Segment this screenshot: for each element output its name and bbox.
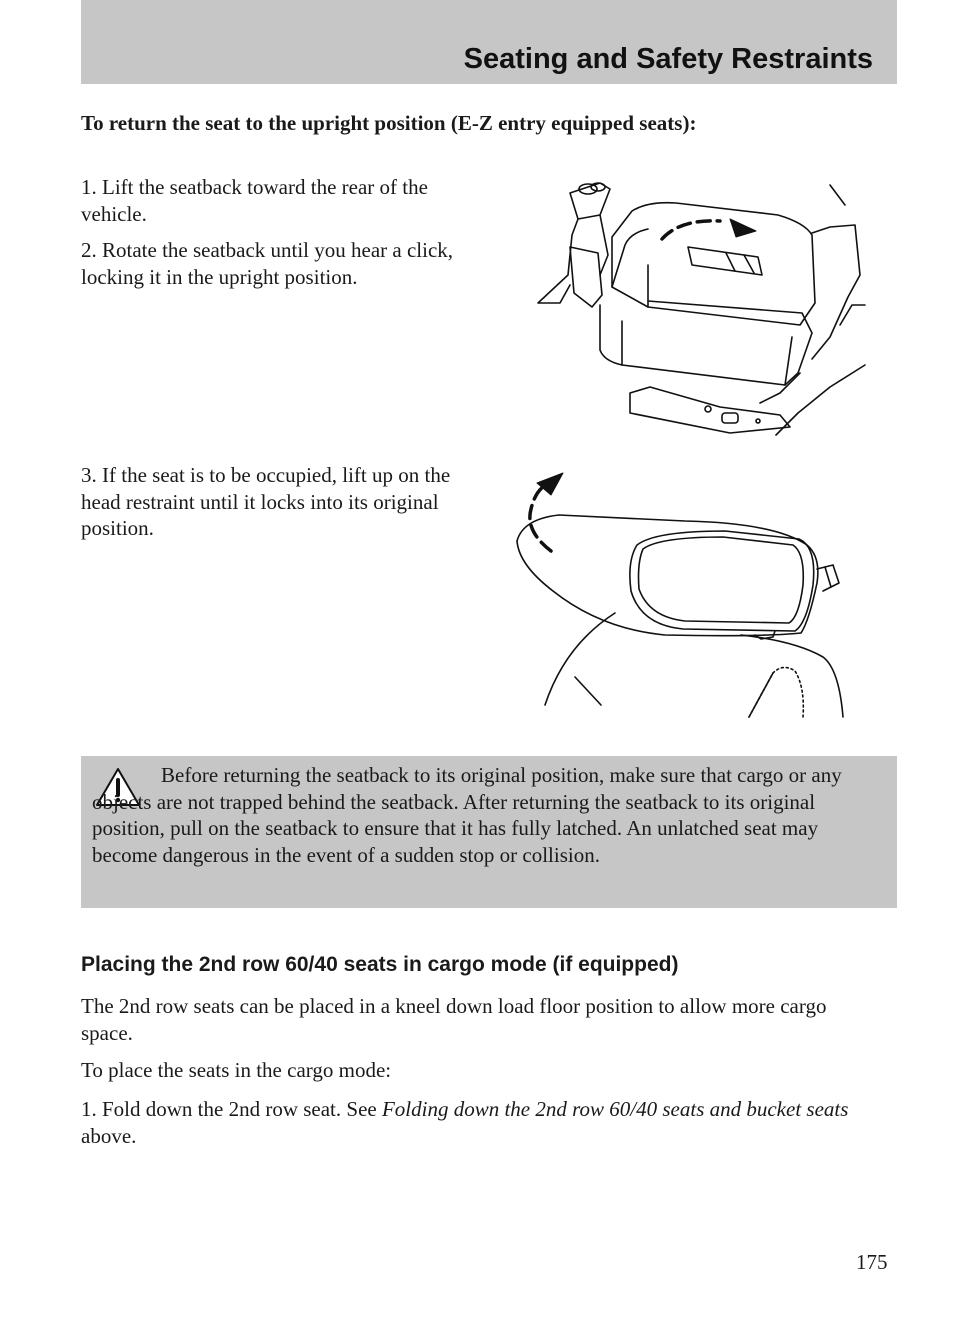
warning-triangle-icon — [96, 768, 140, 806]
warning-text: Before returning the seatback to its ori… — [92, 763, 842, 867]
head-restraint-illustration — [516, 472, 844, 718]
cargo-step-1-suffix: above. — [81, 1123, 137, 1148]
page-title: Seating and Safety Restraints — [463, 43, 873, 75]
cargo-step-1-prefix: 1. Fold down the 2nd row seat. See — [81, 1097, 382, 1121]
cargo-step-1: 1. Fold down the 2nd row seat. See Foldi… — [81, 1096, 881, 1149]
step-2: 2. Rotate the seatback until you hear a … — [81, 238, 454, 289]
seatback-rotate-illustration — [537, 182, 866, 436]
page-number: 175 — [856, 1250, 888, 1274]
header-band: Seating and Safety Restraints — [81, 0, 897, 84]
section-heading: To return the seat to the upright positi… — [81, 111, 697, 135]
warning-box: Before returning the seatback to its ori… — [81, 756, 897, 908]
cargo-intro: The 2nd row seats can be placed in a kne… — [81, 994, 827, 1045]
step-3: 3. If the seat is to be occupied, lift u… — [81, 463, 451, 540]
cargo-lead: To place the seats in the cargo mode: — [81, 1058, 392, 1082]
cargo-mode-heading: Placing the 2nd row 60/40 seats in cargo… — [81, 953, 679, 976]
step-1: 1. Lift the seatback toward the rear of … — [81, 175, 428, 226]
cross-reference-link[interactable]: Folding down the 2nd row 60/40 seats and… — [381, 1097, 849, 1121]
